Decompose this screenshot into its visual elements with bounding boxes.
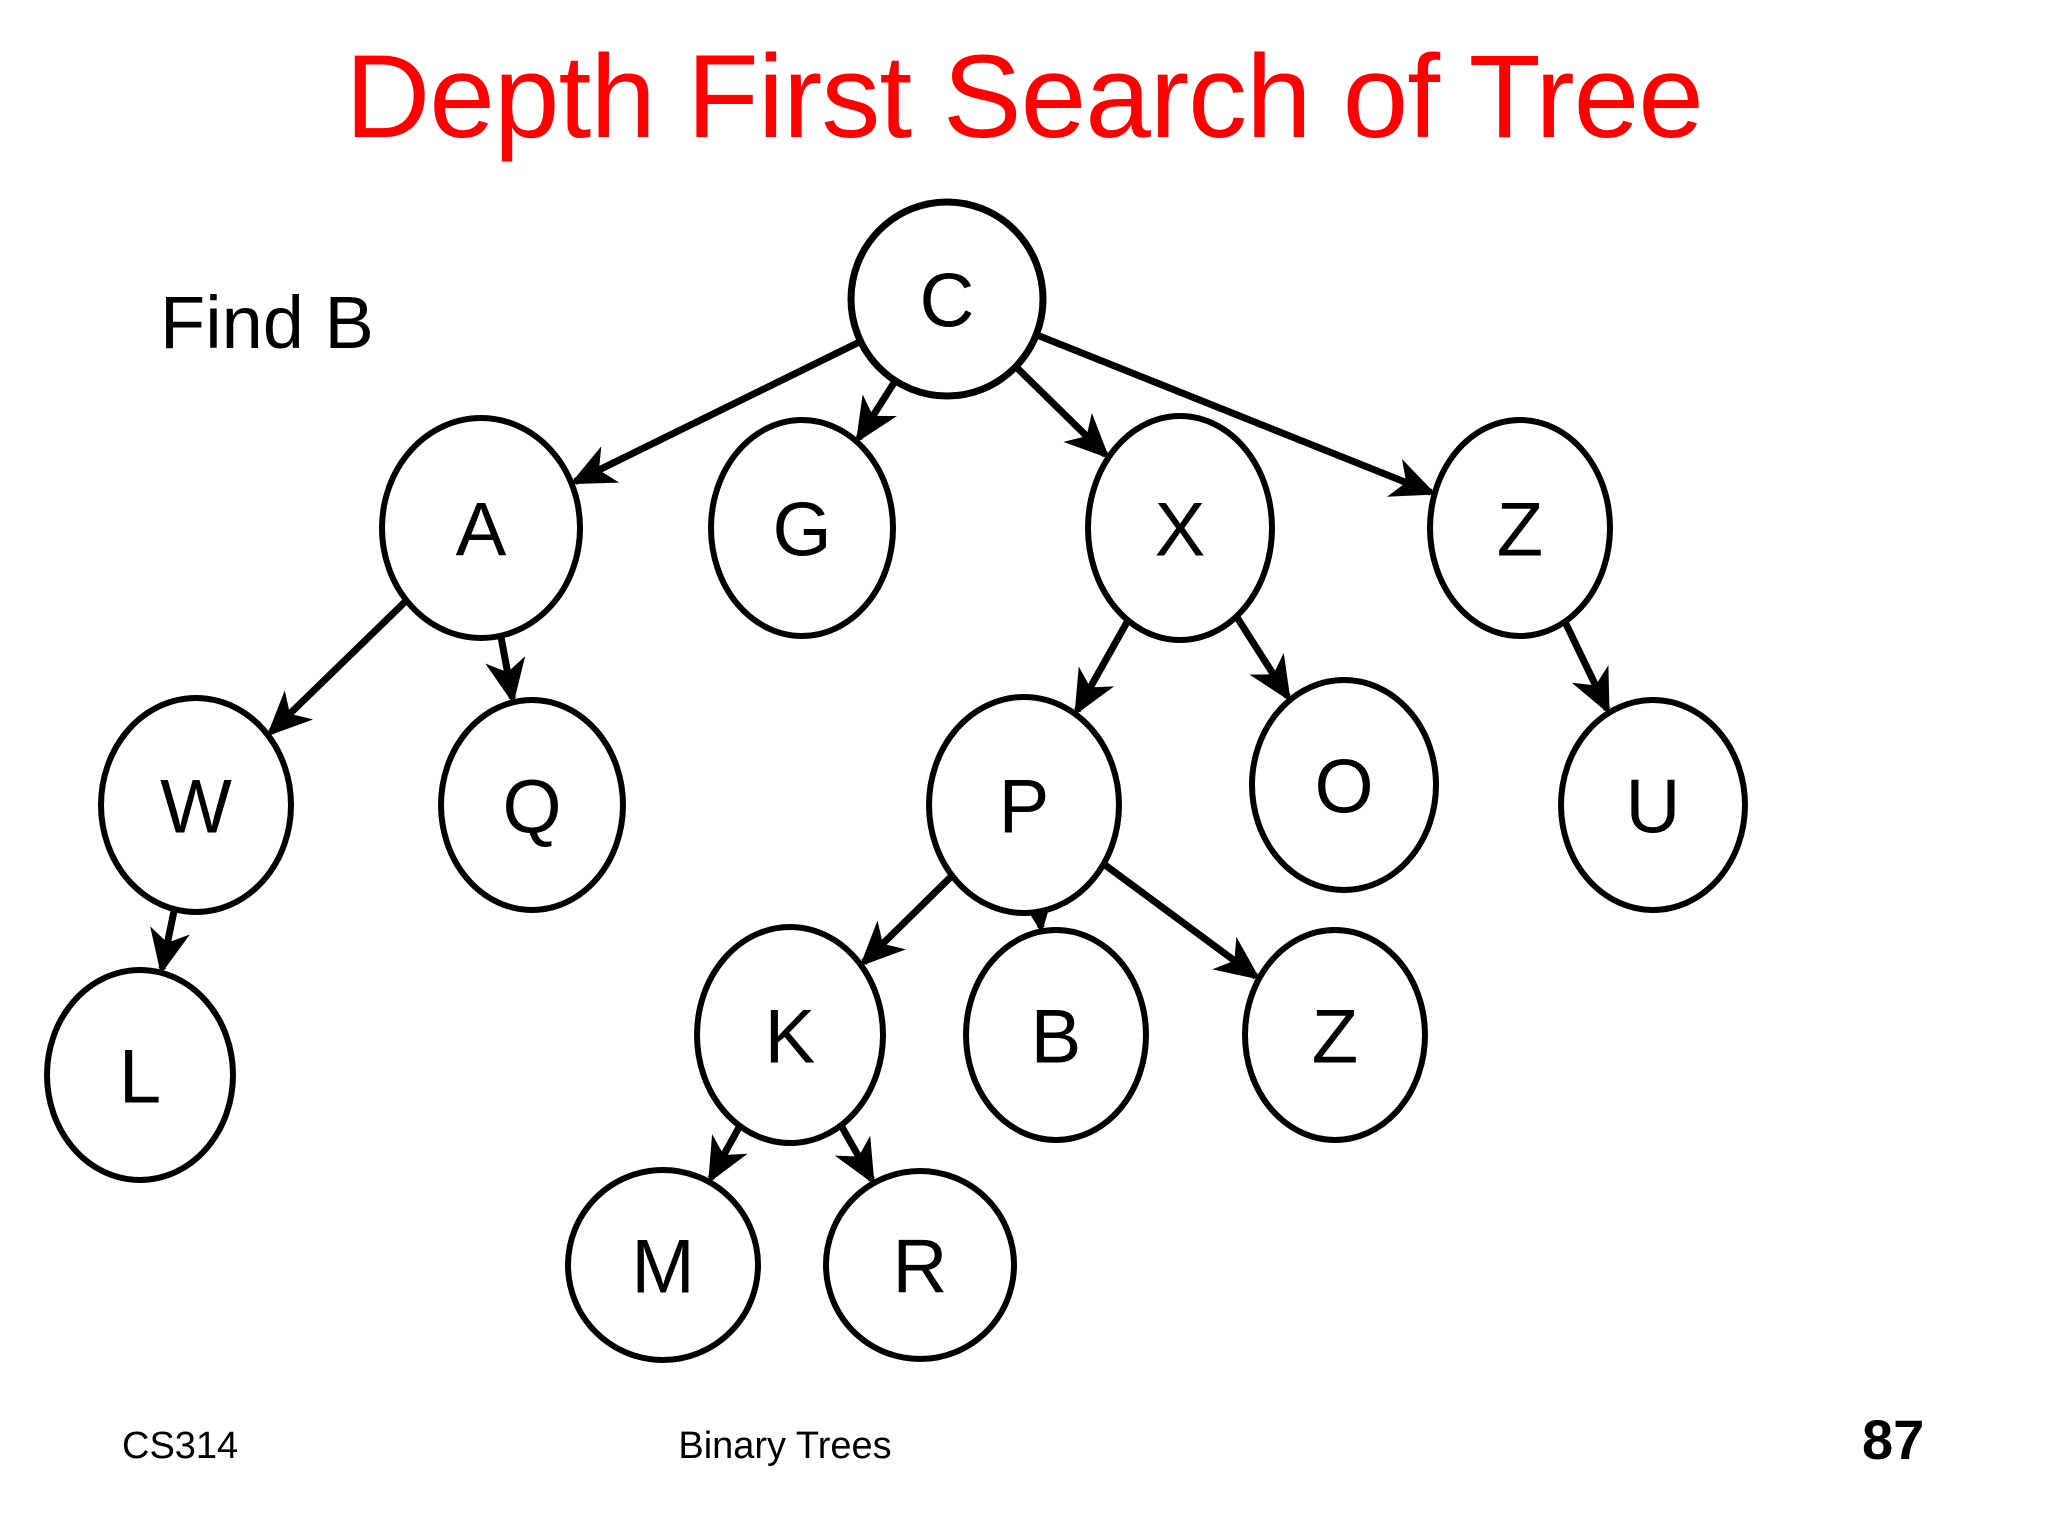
tree-edge-a-to-q bbox=[485, 635, 526, 704]
tree-node-circle-u[interactable] bbox=[1558, 697, 1748, 913]
tree-node-label-z1: Z bbox=[1497, 488, 1543, 573]
tree-node-g[interactable]: G bbox=[708, 417, 896, 639]
tree-edge-x-to-p bbox=[1074, 618, 1132, 716]
tree-edge-x-to-o bbox=[1233, 614, 1291, 702]
tree-node-b[interactable]: B bbox=[963, 927, 1149, 1143]
tree-node-r[interactable]: R bbox=[823, 1168, 1017, 1362]
tree-edge-w-to-l bbox=[150, 908, 190, 975]
tree-node-label-w: W bbox=[160, 765, 232, 850]
tree-node-circle-k[interactable] bbox=[694, 924, 886, 1146]
tree-node-w[interactable]: W bbox=[98, 695, 294, 915]
tree-node-k[interactable]: K bbox=[694, 924, 886, 1146]
tree-edge-c-to-g bbox=[855, 378, 899, 444]
tree-node-label-p: P bbox=[999, 765, 1050, 850]
page-title: Depth First Search of Tree bbox=[345, 31, 1704, 163]
tree-edge-c-to-z bbox=[1035, 331, 1437, 497]
tree-edge-a-to-w bbox=[266, 597, 409, 737]
tree-node-label-b: B bbox=[1031, 995, 1082, 1080]
tree-node-circle-z2[interactable] bbox=[1242, 927, 1428, 1143]
tree-node-u[interactable]: U bbox=[1558, 697, 1748, 913]
tree-edge-k-to-m bbox=[707, 1124, 748, 1184]
tree-node-z2[interactable]: Z bbox=[1242, 927, 1428, 1143]
tree-node-circle-z1[interactable] bbox=[1427, 417, 1613, 639]
tree-edge-c-to-x bbox=[1013, 364, 1110, 459]
tree-node-circle-x[interactable] bbox=[1085, 413, 1275, 643]
footer-course-label: CS314 bbox=[122, 1425, 239, 1467]
tree-node-c[interactable]: C bbox=[847, 198, 1047, 400]
tree-node-p[interactable]: P bbox=[926, 694, 1122, 916]
tree-node-o[interactable]: O bbox=[1249, 677, 1439, 893]
tree-node-label-m: M bbox=[631, 1225, 694, 1310]
tree-node-label-g: G bbox=[772, 488, 831, 573]
tree-node-label-x: X bbox=[1155, 488, 1206, 573]
tree-node-circle-r[interactable] bbox=[823, 1168, 1017, 1362]
tree-node-circle-w[interactable] bbox=[98, 695, 294, 915]
tree-node-label-o: O bbox=[1314, 745, 1373, 830]
tree-edge-p-to-z bbox=[1101, 861, 1261, 980]
tree-node-circle-c[interactable] bbox=[847, 198, 1047, 400]
tree-node-circle-o[interactable] bbox=[1249, 677, 1439, 893]
tree-node-label-c: C bbox=[920, 259, 975, 344]
tree-node-m[interactable]: M bbox=[565, 1167, 761, 1363]
footer-page-number: 87 bbox=[1862, 1408, 1925, 1471]
tree-node-label-z2: Z bbox=[1312, 995, 1358, 1080]
tree-node-q[interactable]: Q bbox=[438, 697, 626, 913]
tree-node-circle-q[interactable] bbox=[438, 697, 626, 913]
tree-node-circle-m[interactable] bbox=[565, 1167, 761, 1363]
tree-node-label-a: A bbox=[456, 488, 507, 573]
tree-edge-z-to-u bbox=[1561, 620, 1611, 715]
tree-node-circle-l[interactable] bbox=[44, 967, 236, 1183]
tree-node-label-q: Q bbox=[502, 765, 561, 850]
tree-edge-k-to-r bbox=[834, 1123, 875, 1185]
tree-node-circle-g[interactable] bbox=[708, 417, 896, 639]
tree-node-x[interactable]: X bbox=[1085, 413, 1275, 643]
tree-node-label-k: K bbox=[765, 995, 816, 1080]
tree-node-label-l: L bbox=[119, 1035, 161, 1120]
tree-node-a[interactable]: A bbox=[379, 415, 583, 641]
footer-subject-label: Binary Trees bbox=[678, 1425, 892, 1467]
tree-edge-p-to-k bbox=[859, 873, 955, 967]
tree-node-label-u: U bbox=[1626, 765, 1681, 850]
edge-layer bbox=[150, 331, 1611, 1185]
tree-node-circle-b[interactable] bbox=[963, 927, 1149, 1143]
tree-node-circle-p[interactable] bbox=[926, 694, 1122, 916]
tree-node-circle-a[interactable] bbox=[379, 415, 583, 641]
tree-node-z1[interactable]: Z bbox=[1427, 417, 1613, 639]
tree-node-l[interactable]: L bbox=[44, 967, 236, 1183]
tree-node-label-r: R bbox=[893, 1225, 948, 1310]
tree-edge-c-to-a bbox=[570, 338, 863, 485]
node-layer: C A G X Z W Q P O U L K B Z M R bbox=[44, 198, 1748, 1363]
find-annotation-label: Find B bbox=[160, 281, 374, 364]
